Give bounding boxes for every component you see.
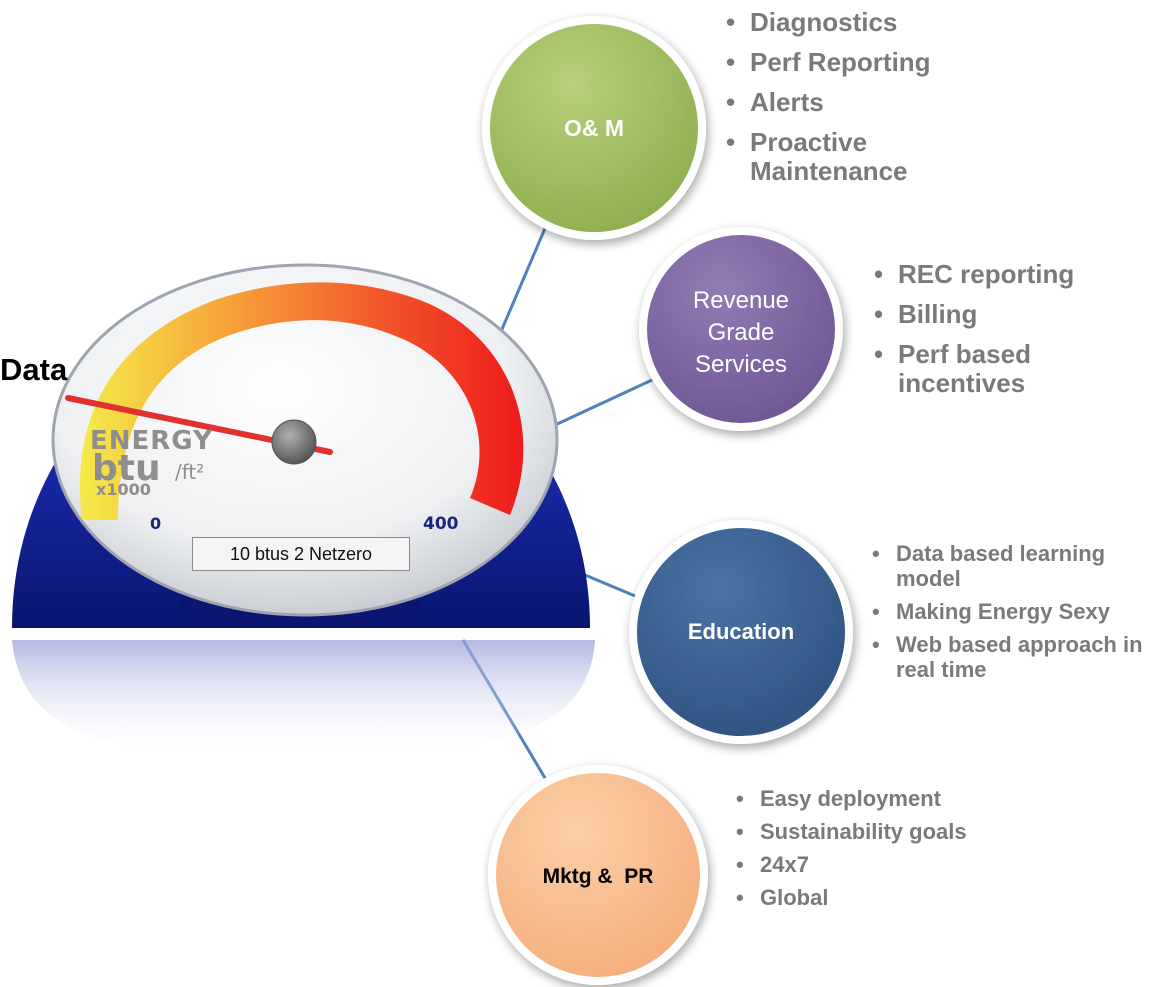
connector-revenue — [539, 378, 653, 434]
node-education-circle — [629, 520, 853, 744]
education-bullet-list: Data based learning model Making Energy … — [872, 541, 1172, 690]
list-item: Billing — [874, 300, 1164, 330]
gauge-max-label: 400 — [423, 514, 459, 534]
node-revenue-label: Revenue Grade Services — [692, 287, 790, 378]
mktg-bullet-list: Easy deployment Sustainability goals 24x… — [736, 786, 1036, 918]
node-mktg-circle — [488, 765, 708, 985]
list-item: 24x7 — [736, 852, 1036, 877]
gauge-display: 10 btus 2 Netzero — [192, 537, 410, 571]
node-om-circle — [482, 16, 706, 240]
gauge-scale-label: x1000 — [96, 480, 151, 499]
node-mktg-label: Mktg & PR — [542, 865, 654, 888]
gauge-reflection — [12, 640, 595, 760]
gauge-unit-label: btu — [92, 448, 161, 489]
gauge-min-label: 0 — [150, 514, 162, 533]
side-label: Data — [0, 352, 68, 387]
om-bullet-list: Diagnostics Perf Reporting Alerts Proact… — [726, 8, 1026, 197]
list-item: Making Energy Sexy — [872, 599, 1172, 624]
energy-gauge — [12, 263, 595, 760]
gauge-hub — [271, 419, 317, 465]
node-om-label: O& M — [563, 114, 625, 141]
connector-education — [584, 573, 641, 600]
list-item: Data based learning model — [872, 541, 1166, 591]
gauge-scale-arc — [79, 282, 524, 520]
revenue-bullet-list: REC reporting Billing Perf based incenti… — [874, 260, 1164, 409]
gauge-energy-label: ENERGY — [90, 426, 213, 456]
list-item: Sustainability goals — [736, 819, 1036, 844]
gauge-per-label: /ft² — [175, 460, 205, 484]
list-item: Easy deployment — [736, 786, 1036, 811]
node-education-label: Education — [687, 619, 795, 644]
list-item: Perf based incentives — [874, 340, 1058, 398]
list-item: Global — [736, 885, 1036, 910]
node-revenue-circle — [639, 227, 843, 431]
list-item: Proactive Maintenance — [726, 128, 950, 186]
list-item: Diagnostics — [726, 8, 1026, 38]
list-item: Alerts — [726, 88, 1026, 118]
list-item: REC reporting — [874, 260, 1164, 290]
list-item: Perf Reporting — [726, 48, 1026, 78]
list-item: Web based approach in real time — [872, 632, 1176, 682]
